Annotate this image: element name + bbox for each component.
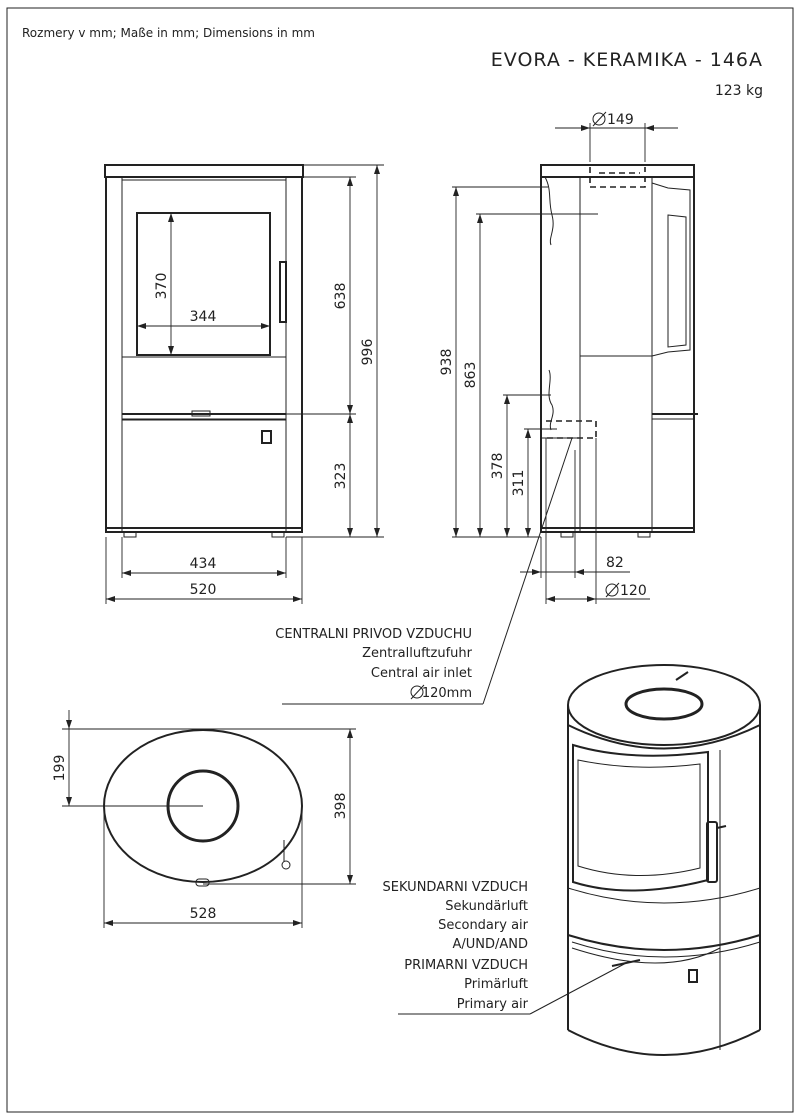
front-top-plate — [104, 164, 304, 178]
air-note-line-2: Sekundärluft — [445, 899, 528, 914]
side-top-plate — [540, 164, 695, 178]
central-air-note: CENTRALNI PRIVOD VZDUCHU Zentralluftzufu… — [275, 437, 573, 705]
dim-flue-outlet-height: 938 — [439, 349, 455, 376]
air-notes: SEKUNDARNI VZDUCH Sekundärluft Secondary… — [383, 880, 629, 1015]
central-air-line-3: Central air inlet — [371, 666, 472, 681]
dim-total-width: 520 — [190, 582, 217, 598]
diameter-symbol-icon — [605, 582, 620, 598]
central-air-diameter: 120mm — [422, 686, 472, 701]
side-view: 149 938 863 378 311 82 — [439, 111, 698, 604]
door-handle — [279, 261, 287, 323]
dim-glass-height: 370 — [154, 273, 170, 300]
perspective-view — [567, 664, 761, 1056]
central-air-line-1: CENTRALNI PRIVOD VZDUCHU — [275, 627, 472, 642]
dim-air-inlet-offset: 82 — [606, 555, 624, 571]
air-note-line-7: Primary air — [457, 997, 529, 1012]
air-note-line-4: A/UND/AND — [452, 937, 528, 952]
diameter-symbol-icon — [592, 111, 607, 127]
perspective-flue-ring — [624, 687, 704, 721]
perspective-top — [567, 664, 761, 746]
front-body — [105, 176, 303, 533]
perspective-logo-icon — [688, 969, 698, 983]
front-door — [121, 179, 287, 358]
model-title: EVORA - KERAMIKA - 146A — [491, 49, 763, 71]
top-view: 199 398 528 — [52, 710, 356, 928]
diameter-symbol-icon — [410, 684, 425, 700]
dim-top-width: 528 — [190, 906, 217, 922]
weight-label: 123 kg — [715, 83, 763, 99]
sheet-border — [6, 7, 794, 1113]
dim-flue-diameter: 149 — [607, 112, 634, 128]
dim-air-inlet-top: 378 — [490, 453, 506, 480]
air-note-line-1: SEKUNDARNI VZDUCH — [383, 880, 528, 895]
central-air-line-2: Zentralluftzufuhr — [362, 646, 473, 661]
dim-rear-outlet-height: 863 — [463, 362, 479, 389]
units-note: Rozmery v mm; Maße in mm; Dimensions in … — [22, 26, 315, 40]
air-note-line-6: Primärluft — [464, 977, 528, 992]
brand-logo-icon — [261, 430, 272, 444]
dim-air-inlet-diameter: 120 — [620, 583, 647, 599]
dim-total-height: 996 — [360, 339, 376, 366]
dim-air-inlet-center: 311 — [511, 470, 527, 497]
dim-top-flue-depth: 199 — [52, 755, 68, 782]
air-note-line-5: PRIMARNI VZDUCH — [404, 958, 528, 973]
dim-lower-height: 323 — [333, 463, 349, 490]
front-glass — [136, 212, 271, 356]
front-view: 370 344 638 323 996 434 — [104, 164, 384, 604]
dim-inner-width: 434 — [190, 556, 217, 572]
dim-door-height: 638 — [333, 283, 349, 310]
air-note-line-3: Secondary air — [438, 918, 529, 933]
dim-glass-width: 344 — [190, 309, 217, 325]
dim-top-depth: 398 — [333, 793, 349, 820]
